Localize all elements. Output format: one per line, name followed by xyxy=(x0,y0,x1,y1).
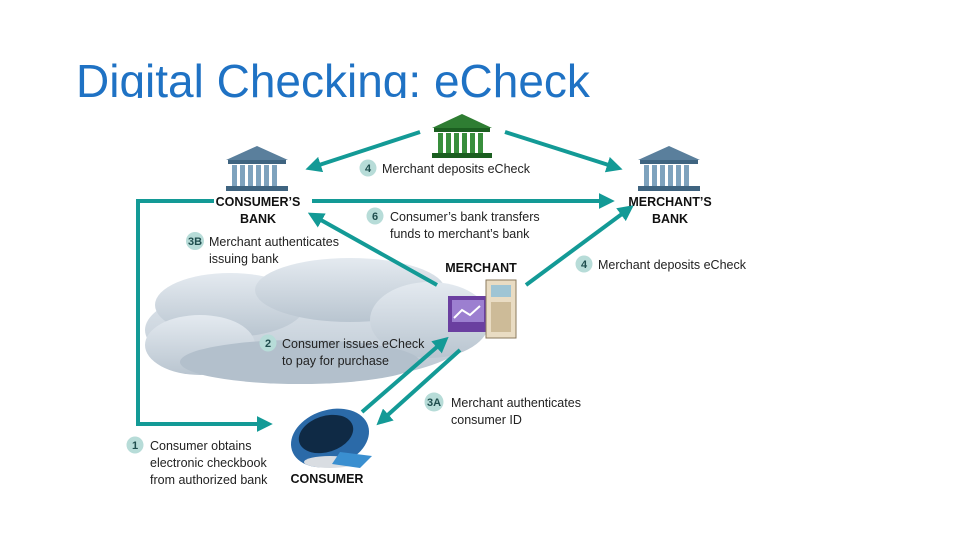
step-5: 4 Merchant deposits eCheck xyxy=(359,159,531,177)
step-3a-badge: 3A xyxy=(427,397,441,409)
step-2-line-1: Consumer issues eCheck xyxy=(282,337,425,351)
step-1-line-3: from authorized bank xyxy=(150,473,268,487)
step-2-badge: 2 xyxy=(265,338,271,350)
step-2-line-2: to pay for purchase xyxy=(282,354,389,368)
step-6: 6 Consumer’s bank transfers funds to mer… xyxy=(366,207,540,241)
step-1-badge: 1 xyxy=(132,440,138,452)
slide-title: Digital Checking: eCheck xyxy=(76,55,590,98)
consumer-bank-label-2: BANK xyxy=(240,212,276,226)
step-3a-line-1: Merchant authenticates xyxy=(451,396,581,410)
step-3a-line-2: consumer ID xyxy=(451,413,522,427)
step-1: 1 Consumer obtains electronic checkbook fro… xyxy=(126,436,268,487)
consumer-bank-label-1: CONSUMER’S xyxy=(216,195,301,209)
merchant-label: MERCHANT xyxy=(445,261,517,275)
step-6-badge: 6 xyxy=(372,211,378,223)
step-5-badge: 4 xyxy=(365,163,372,175)
entity-consumer-bank: CONSUMER’S BANK xyxy=(216,195,301,226)
consumer-computer-icon xyxy=(290,408,372,468)
step-6-line-1: Consumer’s bank transfers xyxy=(390,210,540,224)
entity-merchant-bank: MERCHANT’S BANK xyxy=(628,195,711,226)
consumer-bank-icon xyxy=(226,146,288,191)
step-3b-line-1: Merchant authenticates xyxy=(209,235,339,249)
step-2: 2 Consumer issues eCheck to pay for purcha… xyxy=(259,334,425,368)
step-1-line-1: Consumer obtains xyxy=(150,439,251,453)
flow-arrows xyxy=(136,130,634,432)
merchant-bank-icon xyxy=(638,146,700,191)
merchant-terminal-icon xyxy=(448,279,517,339)
step-4-badge: 4 xyxy=(581,259,588,271)
step-3a-badge-circle xyxy=(424,392,444,412)
merchant-bank-label-1: MERCHANT’S xyxy=(628,195,711,209)
step-3b-line-2: issuing bank xyxy=(209,252,279,266)
step-6-line-2: funds to merchant’s bank xyxy=(390,227,530,241)
step-4-line-1: Merchant deposits eCheck xyxy=(598,258,747,272)
merchant-bank-label-2: BANK xyxy=(652,212,688,226)
step-3b: 3B Merchant authenticates issuing bank xyxy=(186,232,339,266)
step-3b-badge: 3B xyxy=(188,236,202,248)
step-4: 4 Merchant deposits eCheck xyxy=(575,255,747,273)
step-3a: 3A Merchant authenticates consumer ID xyxy=(424,392,581,427)
consumer-label: CONSUMER xyxy=(291,472,364,486)
network-cloud xyxy=(145,258,490,384)
step-1-badge-circle xyxy=(126,436,144,454)
step-2-badge-circle xyxy=(259,334,277,352)
federal-reserve-bank-icon xyxy=(432,114,492,158)
step-1-line-2: electronic checkbook xyxy=(150,456,267,470)
step-5-line-1: Merchant deposits eCheck xyxy=(382,162,531,176)
